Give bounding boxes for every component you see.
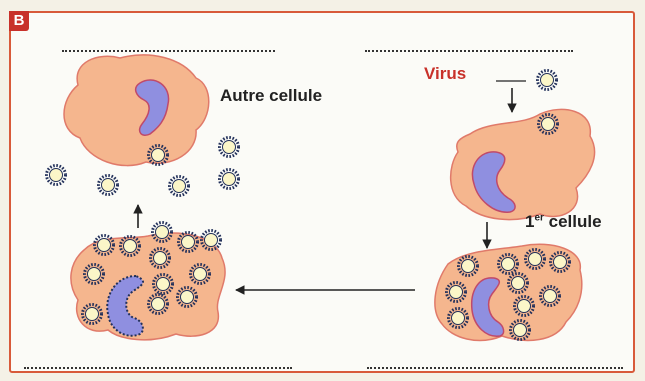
other-cell-label: Autre cellule (220, 86, 322, 106)
first-cell-label-suffix: er (534, 212, 543, 223)
other-cell (64, 55, 209, 166)
first-cell-label: 1er cellule (525, 212, 602, 232)
virus-particle (47, 166, 66, 185)
virus-particle (220, 138, 239, 157)
first-cell (451, 109, 595, 219)
virus-label: Virus (424, 64, 466, 84)
virus-particle (99, 176, 118, 195)
virus-particle (170, 177, 189, 196)
virus-particle (538, 71, 557, 90)
virus-particle (220, 170, 239, 189)
first-cell-label-word: cellule (544, 212, 602, 231)
